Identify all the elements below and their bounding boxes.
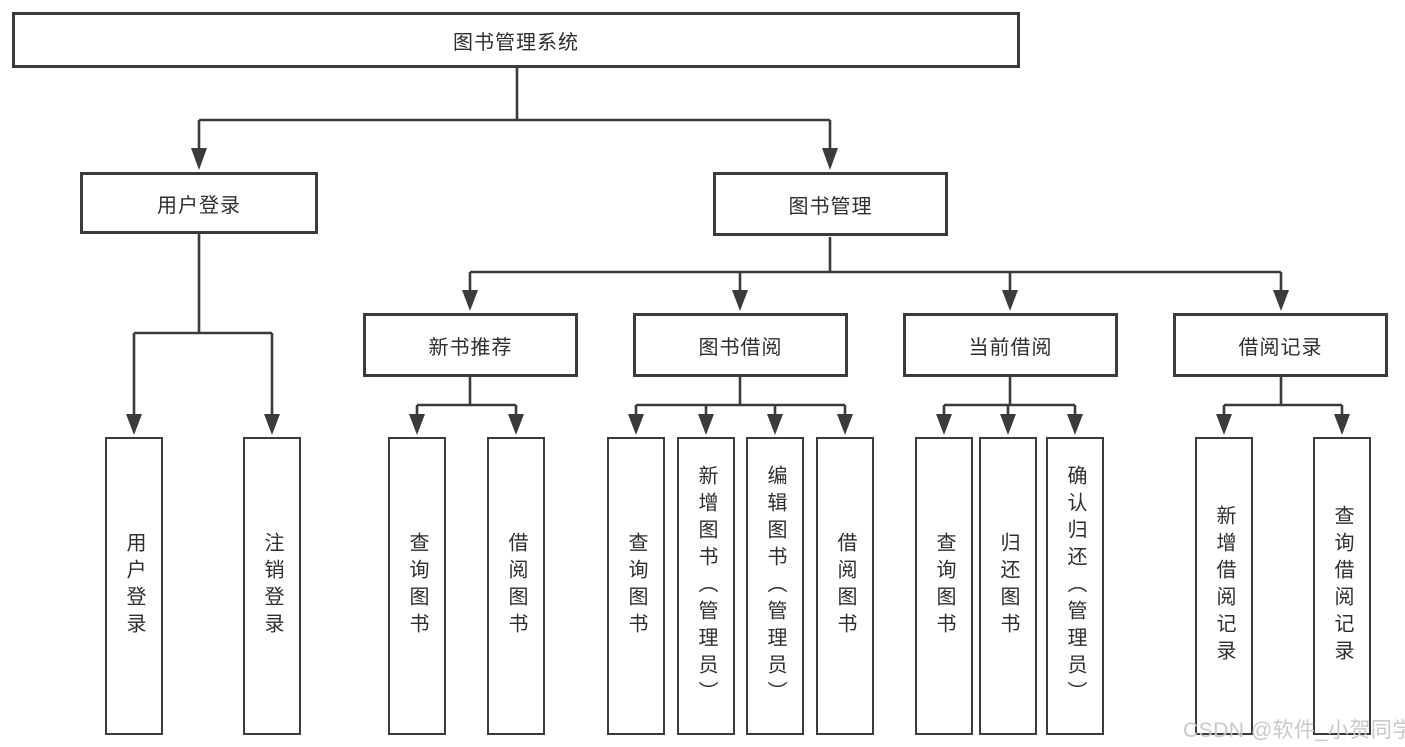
leaf-label: 确认归还（管理员） — [1064, 464, 1086, 708]
leaf-confirm-return-admin: 确认归还（管理员） — [1046, 437, 1104, 735]
leaf-label: 编辑图书（管理员） — [764, 464, 786, 708]
leaf-label: 查询图书 — [625, 532, 647, 640]
leaf-query-books-borrow: 查询图书 — [607, 437, 665, 735]
node-label: 借阅记录 — [1238, 336, 1323, 359]
leaf-label: 归还图书 — [997, 532, 1019, 640]
node-label: 图书管理系统 — [453, 31, 579, 54]
csdn-watermark: CSDN @软件_小贺同学 — [1183, 719, 1405, 742]
leaf-borrow-books-recommend: 借阅图书 — [487, 437, 545, 735]
leaf-label: 注销登录 — [261, 532, 283, 640]
leaf-return-books: 归还图书 — [979, 437, 1037, 735]
node-label: 新书推荐 — [428, 336, 513, 359]
leaf-logout: 注销登录 — [243, 437, 301, 735]
node-user-login-branch: 用户登录 — [80, 172, 318, 234]
node-label: 图书借阅 — [698, 336, 783, 359]
node-label: 用户登录 — [157, 194, 241, 217]
leaf-label: 新增图书（管理员） — [695, 464, 717, 708]
connector-stems — [132, 68, 1344, 416]
leaf-add-borrow-record: 新增借阅记录 — [1195, 437, 1253, 735]
node-library-management-system: 图书管理系统 — [12, 12, 1020, 68]
leaf-edit-books-admin: 编辑图书（管理员） — [746, 437, 804, 735]
leaf-query-books-recommend: 查询图书 — [388, 437, 446, 735]
node-book-borrowing: 图书借阅 — [633, 313, 848, 377]
leaf-label: 借阅图书 — [834, 532, 856, 640]
node-borrowing-records: 借阅记录 — [1173, 313, 1388, 377]
leaf-add-books-admin: 新增图书（管理员） — [677, 437, 735, 735]
leaf-query-books-current: 查询图书 — [915, 437, 973, 735]
leaf-label: 查询图书 — [406, 532, 428, 640]
leaf-label: 查询图书 — [933, 532, 955, 640]
node-new-book-recommendation: 新书推荐 — [363, 313, 578, 377]
connector-arrowheads — [126, 148, 1350, 435]
node-current-borrowing: 当前借阅 — [903, 313, 1118, 377]
leaf-label: 查询借阅记录 — [1331, 505, 1353, 667]
leaf-query-borrow-record: 查询借阅记录 — [1313, 437, 1371, 735]
node-book-management-branch: 图书管理 — [713, 172, 948, 236]
leaf-label: 用户登录 — [123, 532, 145, 640]
leaf-label: 新增借阅记录 — [1213, 505, 1235, 667]
node-label: 当前借阅 — [968, 336, 1053, 359]
node-label: 图书管理 — [788, 195, 873, 218]
leaf-label: 借阅图书 — [505, 532, 527, 640]
leaf-borrow-books: 借阅图书 — [816, 437, 874, 735]
leaf-user-login: 用户登录 — [105, 437, 163, 735]
